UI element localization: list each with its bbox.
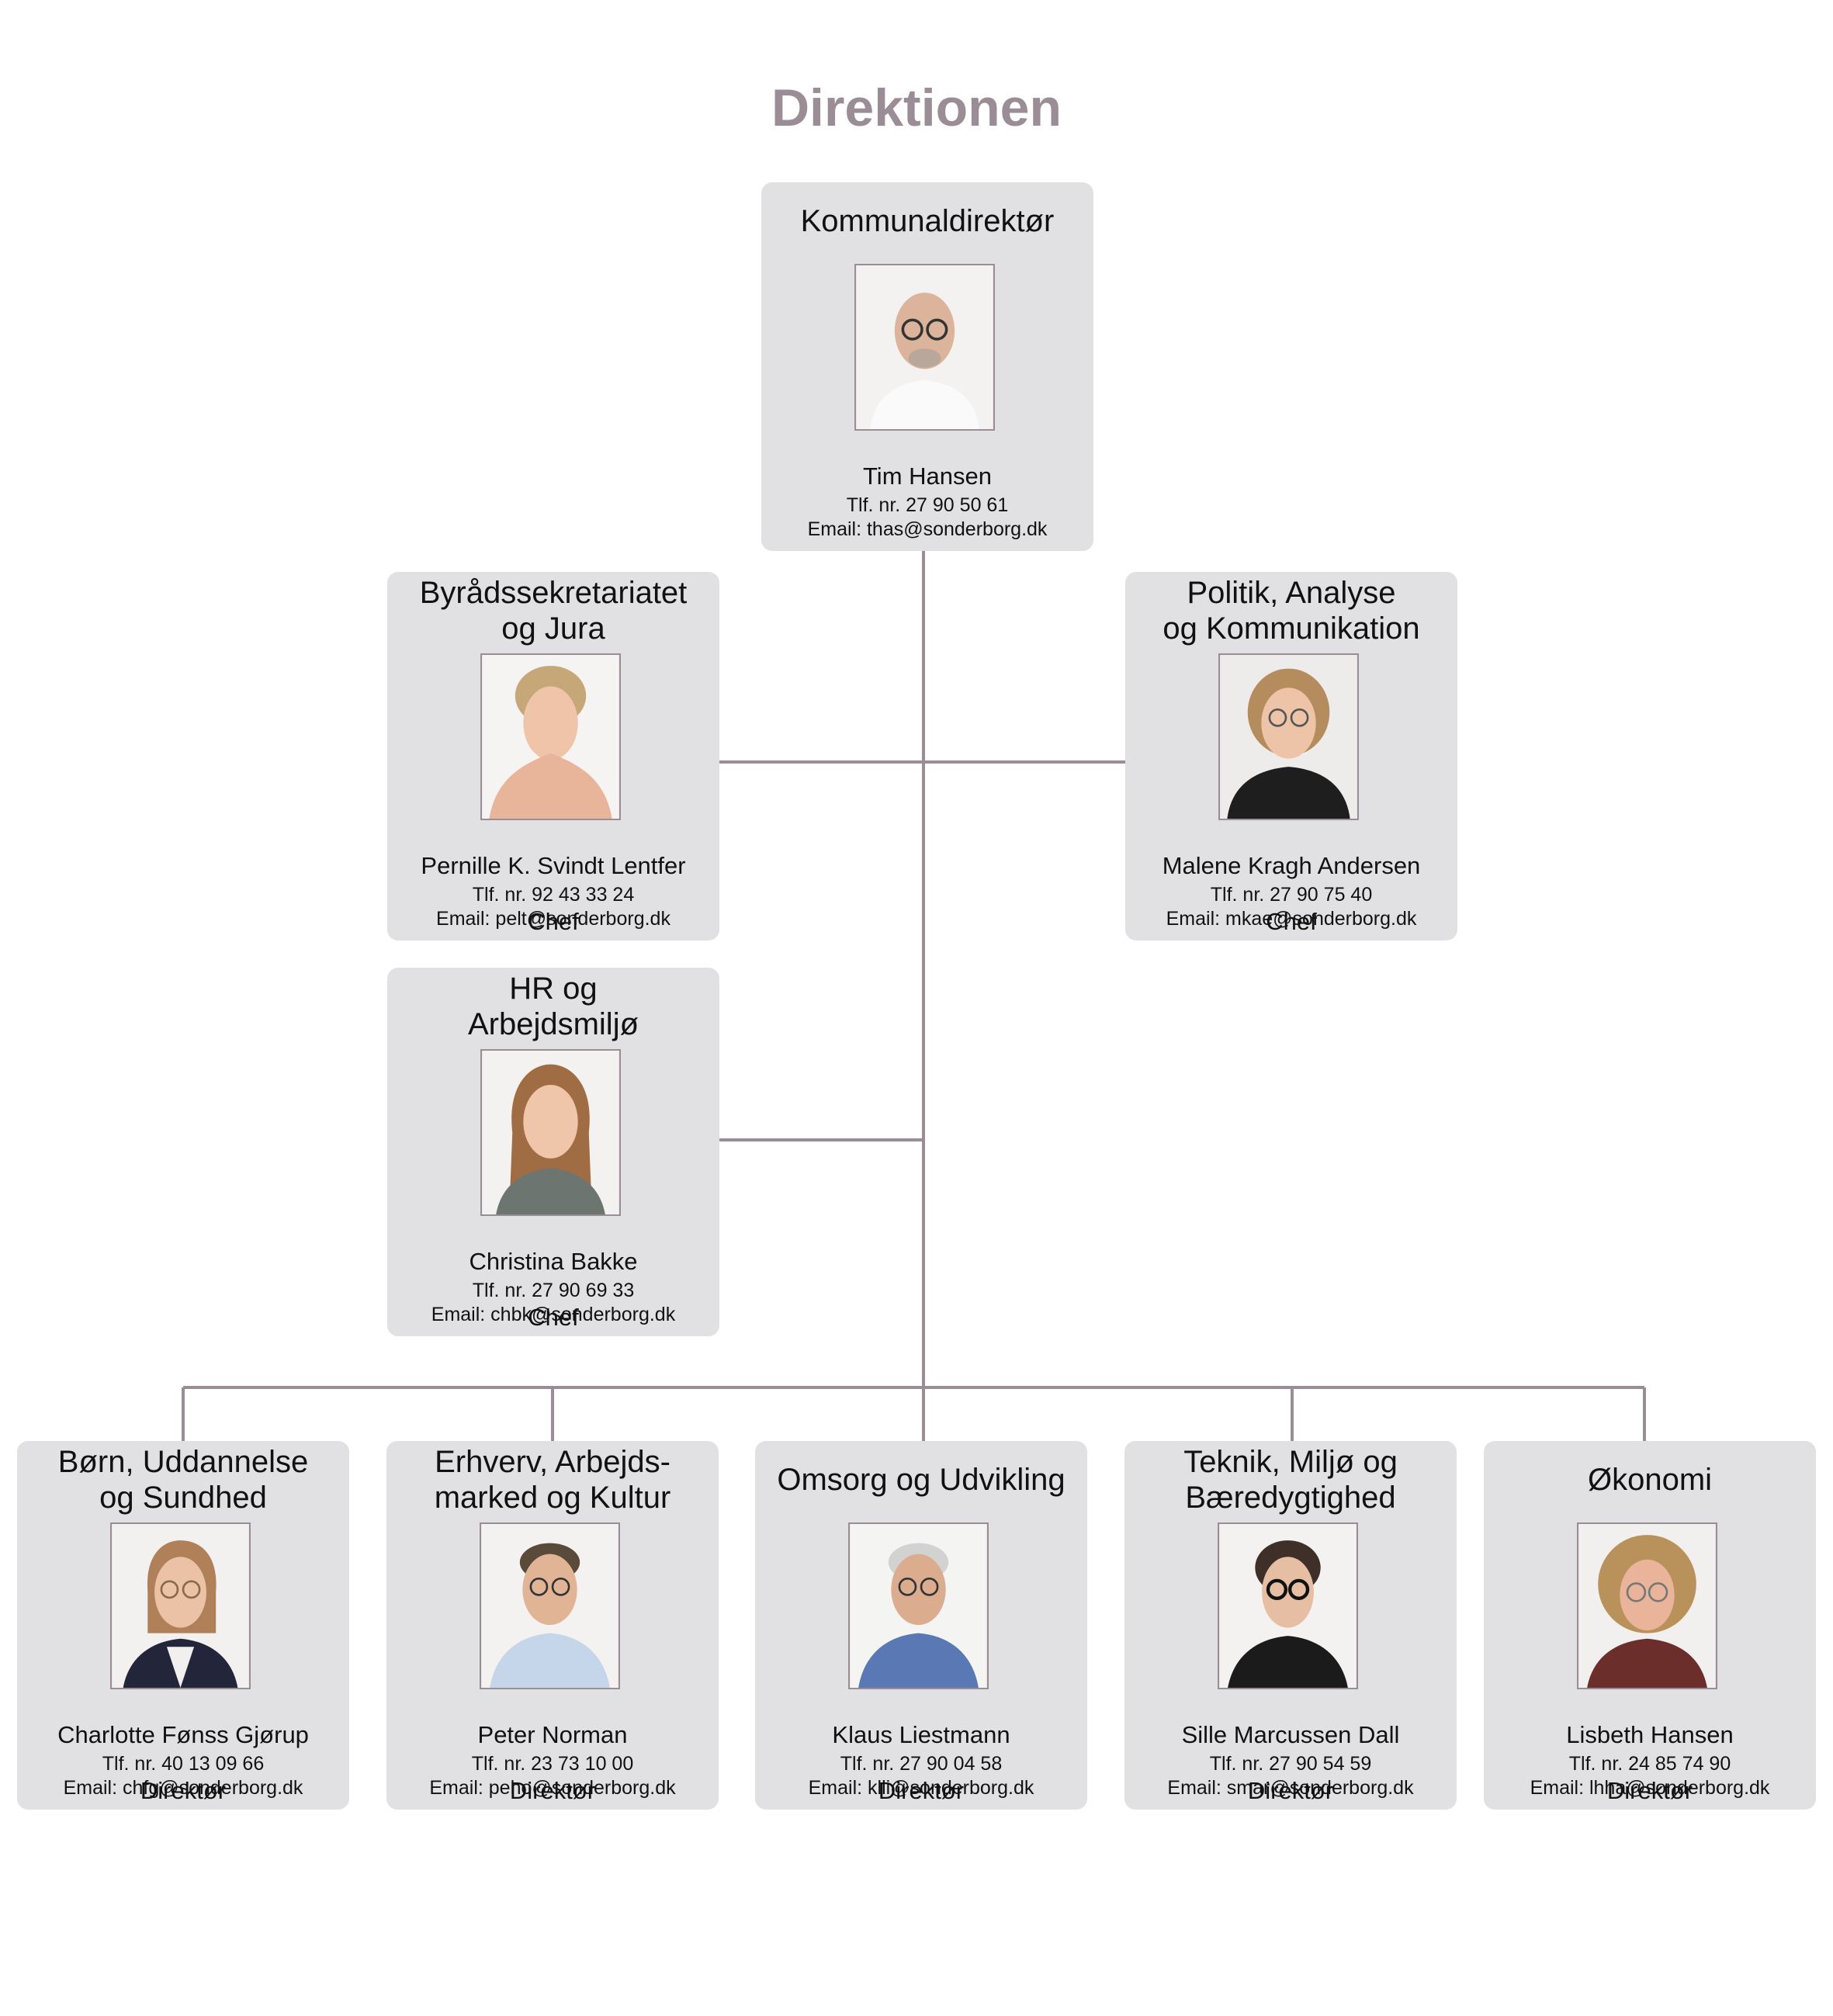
phone-text: Tlf. nr. 27 90 75 40	[1210, 884, 1373, 906]
org-card-teknik-miljo: Teknik, Miljø og Bæredygtighed Sille Mar…	[1124, 1441, 1457, 1810]
portrait-icon	[1219, 1524, 1357, 1688]
portrait-photo	[1577, 1522, 1717, 1689]
email-text: Email: klli@sonderborg.dk	[808, 1777, 1034, 1799]
portrait-photo	[1218, 653, 1359, 820]
portrait-photo	[480, 1049, 621, 1216]
email-text: Email: lhha@sonderborg.dk	[1530, 1777, 1770, 1799]
portrait-icon	[112, 1524, 249, 1688]
org-card-byradssekretariatet: Byrådssekretariatet og Jura Pernille K. …	[387, 572, 719, 940]
page-title: Direktionen	[771, 78, 1062, 137]
person-name-role: Klaus Liestmann Direktør	[755, 1693, 1087, 1833]
portrait-photo	[854, 264, 995, 431]
department-title: Teknik, Miljø og Bæredygtighed	[1183, 1445, 1398, 1515]
person-name: Sille Marcussen Dall	[1181, 1721, 1400, 1748]
phone-text: Tlf. nr. 27 90 69 33	[472, 1280, 635, 1301]
person-name: Tim Hansen	[863, 462, 992, 490]
phone-text: Tlf. nr. 40 13 09 66	[102, 1753, 265, 1775]
person-name-role: Sille Marcussen Dall Direktør	[1124, 1693, 1457, 1833]
portrait-photo	[110, 1522, 251, 1689]
person-role: Direktør	[1247, 1777, 1334, 1804]
contact-info: Tlf. nr. 27 90 69 33 Email: chbk@sonderb…	[387, 1279, 719, 1327]
person-name-role: Charlotte Fønss Gjørup Direktør	[17, 1693, 349, 1833]
person-name-role: Lisbeth Hansen Direktør	[1484, 1693, 1816, 1833]
org-card-omsorg: Omsorg og Udvikling Klaus Liestmann Dire…	[755, 1441, 1087, 1810]
person-name-role: Tim Hansen	[761, 435, 1093, 546]
phone-text: Tlf. nr. 27 90 04 58	[840, 1753, 1003, 1775]
phone-text: Tlf. nr. 24 85 74 90	[1568, 1753, 1731, 1775]
contact-info: Tlf. nr. 27 90 75 40 Email: mkae@sonderb…	[1125, 883, 1457, 931]
portrait-icon	[482, 655, 619, 819]
org-card-born-uddannelse: Børn, Uddannelse og Sundhed Charlotte Fø…	[17, 1441, 349, 1810]
email-text: Email: thas@sonderborg.dk	[807, 518, 1048, 540]
phone-text: Tlf. nr. 92 43 33 24	[472, 884, 635, 906]
contact-info: Tlf. nr. 24 85 74 90 Email: lhha@sonderb…	[1484, 1752, 1816, 1800]
person-name: Klaus Liestmann	[832, 1721, 1010, 1748]
department-title: Børn, Uddannelse og Sundhed	[57, 1445, 309, 1515]
portrait-photo	[480, 1522, 620, 1689]
email-text: Email: chbk@sonderborg.dk	[431, 1304, 676, 1325]
department-title: HR og Arbejdsmiljø	[467, 972, 639, 1041]
department-title: Byrådssekretariatet og Jura	[419, 576, 688, 646]
portrait-icon	[850, 1524, 987, 1688]
person-name: Lisbeth Hansen	[1566, 1721, 1734, 1748]
phone-text: Tlf. nr. 27 90 54 59	[1209, 1753, 1372, 1775]
contact-info: Tlf. nr. 27 90 54 59 Email: smar@sonderb…	[1124, 1752, 1457, 1800]
department-title: Omsorg og Udvikling	[777, 1463, 1065, 1497]
person-name-role: Peter Norman Direktør	[386, 1693, 719, 1833]
contact-info: Tlf. nr. 23 73 10 00 Email: peho@sonderb…	[386, 1752, 719, 1800]
person-name-role: Pernille K. Svindt Lentfer Chef	[387, 824, 719, 964]
person-role: Chef	[1266, 908, 1317, 935]
email-text: Email: mkae@sonderborg.dk	[1166, 908, 1417, 930]
person-role: Chef	[528, 908, 579, 935]
email-text: Email: smar@sonderborg.dk	[1167, 1777, 1414, 1799]
portrait-icon	[856, 265, 993, 429]
portrait-photo	[848, 1522, 989, 1689]
contact-info: Tlf. nr. 27 90 50 61 Email: thas@sonderb…	[761, 494, 1093, 542]
person-name: Charlotte Fønss Gjørup	[57, 1721, 309, 1748]
person-role: Direktør	[878, 1777, 965, 1804]
person-role: Direktør	[1606, 1777, 1693, 1804]
person-name-role: Malene Kragh Andersen Chef	[1125, 824, 1457, 964]
email-text: Email: chfg@sonderborg.dk	[63, 1777, 303, 1799]
person-name: Malene Kragh Andersen	[1162, 852, 1421, 879]
portrait-photo	[480, 653, 621, 820]
person-name-role: Christina Bakke Chef	[387, 1220, 719, 1360]
portrait-icon	[1578, 1524, 1716, 1688]
department-title: Kommunaldirektør	[800, 204, 1055, 238]
person-name: Christina Bakke	[469, 1248, 638, 1275]
person-name: Peter Norman	[477, 1721, 628, 1748]
phone-text: Tlf. nr. 23 73 10 00	[471, 1753, 634, 1775]
email-text: Email: pelt@sonderborg.dk	[436, 908, 670, 930]
person-role: Direktør	[140, 1777, 227, 1804]
contact-info: Tlf. nr. 40 13 09 66 Email: chfg@sonderb…	[17, 1752, 349, 1800]
department-title: Politik, Analyse og Kommunikation	[1163, 576, 1420, 646]
org-card-kommunaldirektor: Kommunaldirektør Tim Hansen Tlf. nr. 27 …	[761, 182, 1093, 551]
person-role: Chef	[528, 1304, 579, 1331]
department-title: Erhverv, Arbejds- marked og Kultur	[434, 1445, 671, 1515]
email-text: Email: peho@sonderborg.dk	[429, 1777, 676, 1799]
portrait-icon	[481, 1524, 619, 1688]
phone-text: Tlf. nr. 27 90 50 61	[846, 494, 1009, 516]
person-role: Direktør	[509, 1777, 596, 1804]
portrait-icon	[482, 1051, 619, 1214]
portrait-icon	[1220, 655, 1357, 819]
org-card-hr: HR og Arbejdsmiljø Christina Bakke Chef …	[387, 968, 719, 1336]
contact-info: Tlf. nr. 92 43 33 24 Email: pelt@sonderb…	[387, 883, 719, 931]
contact-info: Tlf. nr. 27 90 04 58 Email: klli@sonderb…	[755, 1752, 1087, 1800]
org-card-okonomi: Økonomi Lisbeth Hansen Direktør Tlf. nr.…	[1484, 1441, 1816, 1810]
person-name: Pernille K. Svindt Lentfer	[421, 852, 686, 879]
org-card-politik-analyse: Politik, Analyse og Kommunikation Malene…	[1125, 572, 1457, 940]
org-card-erhverv: Erhverv, Arbejds- marked og Kultur Peter…	[386, 1441, 719, 1810]
portrait-photo	[1218, 1522, 1358, 1689]
department-title: Økonomi	[1587, 1463, 1713, 1497]
